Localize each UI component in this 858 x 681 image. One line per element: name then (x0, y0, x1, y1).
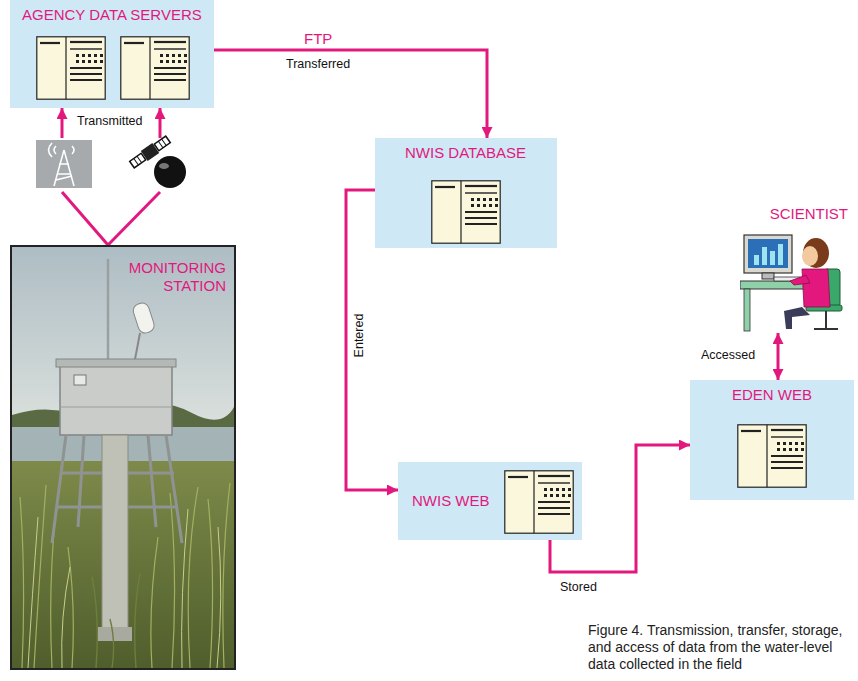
server-icon (120, 36, 190, 100)
connector-label: Accessed (701, 348, 755, 363)
connector-line (214, 50, 487, 138)
station-photo-frame: MONITORING STATION (10, 245, 236, 670)
station-photograph (12, 247, 234, 668)
flow-connector (214, 50, 487, 138)
node-label-group: NWIS DATABASE (405, 144, 526, 162)
server-icon (431, 180, 501, 244)
node-label-group: AGENCY DATA SERVERS (22, 6, 202, 24)
connector-line (61, 108, 64, 138)
scientist-node: SCIENTIST (740, 205, 852, 333)
node-title: SCIENTIST (770, 205, 848, 223)
flow-connector (778, 333, 779, 380)
connector-line (108, 192, 160, 245)
scientist-illustration (740, 231, 852, 333)
node-title: NWIS DATABASE (405, 144, 526, 162)
connector-label: Entered (352, 314, 367, 358)
node-title: NWIS WEB (412, 492, 490, 510)
node-label-group: EDEN WEB (732, 386, 812, 404)
connector-line (777, 333, 780, 380)
node-label-group: NWIS WEB (412, 492, 490, 510)
radio-tower-icon (36, 140, 92, 188)
node-label-group: MONITORING STATION (129, 259, 226, 295)
node-title: MONITORING STATION (129, 259, 226, 295)
connector-label: Transferred (286, 57, 350, 72)
node-title: EDEN WEB (732, 386, 812, 404)
server-icon (36, 36, 106, 100)
server-panel: AGENCY DATA SERVERS (10, 0, 214, 108)
database-box: NWIS DATABASE (375, 138, 557, 248)
connector-line (159, 108, 162, 138)
connector-label: Transmitted (77, 114, 143, 129)
web-server-box: NWIS WEB (398, 462, 582, 540)
web-server-box: EDEN WEB (690, 380, 854, 500)
protocol-label: FTP (304, 30, 332, 47)
server-icon (737, 424, 807, 488)
satellite-icon (129, 134, 186, 188)
node-label-group: SCIENTIST (770, 205, 848, 223)
connector-label: Stored (560, 580, 597, 595)
node-title: AGENCY DATA SERVERS (22, 6, 202, 24)
server-icon (504, 470, 574, 534)
figure-caption: Figure 4. Transmission, transfer, storag… (588, 622, 850, 673)
connector-line (62, 192, 108, 245)
